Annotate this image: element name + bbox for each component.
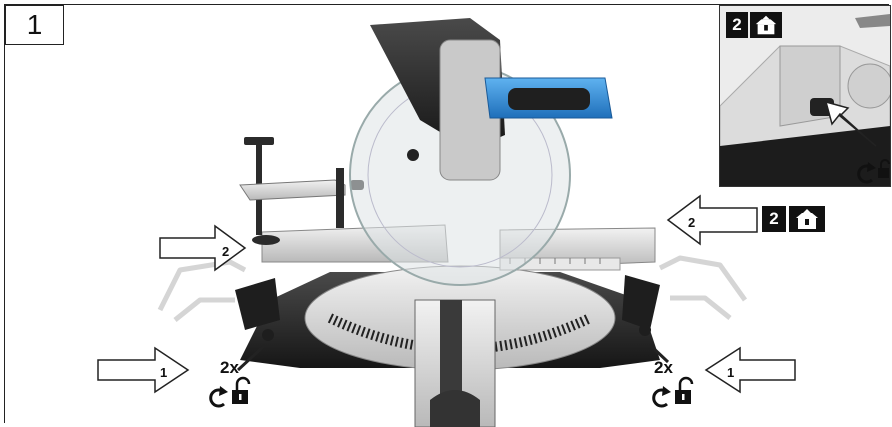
- unlock-padlock-icon: [675, 376, 694, 404]
- locking-lever-left: [235, 278, 280, 341]
- rotate-counterclockwise-icon: [209, 386, 228, 408]
- rotate-counterclockwise-icon: [652, 386, 671, 408]
- figure-frame: [4, 4, 889, 423]
- inset-photo: [720, 6, 890, 186]
- front-foot: [430, 390, 480, 427]
- extension-support-right: [658, 255, 748, 320]
- count-right: 2x: [654, 358, 673, 377]
- arrow-left-bottom: [97, 346, 190, 394]
- arrow-label-left-bottom: 1: [160, 365, 167, 380]
- count-left: 2x: [220, 358, 239, 377]
- arrow-right-bottom: [704, 346, 796, 394]
- callout-step-number: 2: [769, 209, 779, 228]
- mitre-scale: [327, 313, 593, 354]
- arrow-label-left-top: 2: [222, 244, 229, 259]
- box-unpack-icon: [750, 12, 782, 38]
- locking-lever-right: [622, 275, 660, 336]
- unlock-padlock-icon: [232, 376, 251, 404]
- arrow-label-right-top: 2: [688, 215, 695, 230]
- box-unpack-icon: [789, 206, 825, 232]
- arrow-left-top: [159, 224, 247, 272]
- pointer-right: [648, 343, 670, 364]
- extension-support-left: [157, 259, 247, 322]
- step-number: 1: [26, 9, 43, 40]
- handle: [484, 77, 613, 119]
- detail-inset: 2: [719, 5, 891, 187]
- pointer-left: [236, 343, 267, 372]
- unlock-padlock-icon: [878, 159, 890, 178]
- step-number-box: 1: [5, 5, 64, 45]
- rotate-counterclockwise-icon: [857, 162, 876, 184]
- bevel-knob: [407, 149, 419, 161]
- arrow-label-right-bottom: 1: [727, 365, 734, 380]
- inset-step-number: 2: [732, 15, 742, 34]
- callout-step-badge: 2: [762, 206, 786, 232]
- arrow-right-top: [666, 194, 758, 246]
- inset-step-badge: 2: [726, 12, 748, 38]
